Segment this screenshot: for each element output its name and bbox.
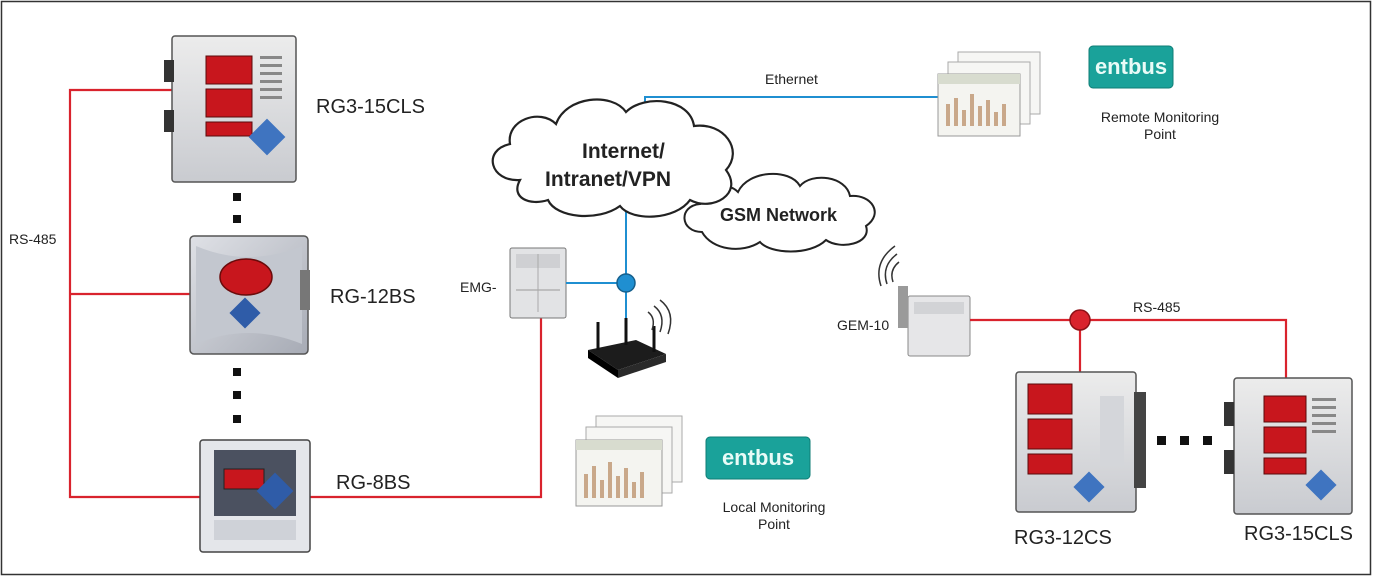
ethernet-label: Ethernet bbox=[765, 71, 818, 87]
rs485-right-bus bbox=[970, 318, 1288, 378]
ethernet-junction-node bbox=[616, 273, 636, 293]
gem-10-label: GEM-10 bbox=[837, 317, 889, 333]
local-entbus-logo: entbus bbox=[705, 436, 811, 480]
rg-12bs-device bbox=[189, 235, 310, 355]
internet-intranet-vpn-cloud bbox=[491, 98, 734, 218]
gsm-network-label: GSM Network bbox=[720, 205, 838, 225]
rg-8bs-device bbox=[199, 439, 311, 553]
rg3-15cls-right-device bbox=[1224, 377, 1353, 515]
remote-monitoring-label-line1: Remote Monitoring bbox=[1101, 109, 1219, 125]
svg-text:entbus: entbus bbox=[1095, 54, 1167, 79]
svg-text:entbus: entbus bbox=[722, 445, 794, 470]
remote-monitoring-label-line2: Point bbox=[1144, 126, 1176, 142]
gem-10-device bbox=[878, 245, 971, 357]
local-monitoring-label-line1: Local Monitoring bbox=[723, 499, 826, 515]
wifi-router-device bbox=[588, 299, 672, 378]
remote-monitoring-screens bbox=[937, 51, 1041, 137]
internet-cloud-line2: Intranet/VPN bbox=[545, 168, 671, 191]
rg-8bs-label: RG-8BS bbox=[336, 472, 410, 494]
rg3-12cs-device bbox=[1015, 371, 1146, 513]
device-separator-dots bbox=[233, 193, 241, 423]
emg-label: EMG- bbox=[460, 279, 497, 295]
rs485-right-label: RS-485 bbox=[1133, 299, 1181, 315]
local-monitoring-screens bbox=[575, 415, 683, 507]
rg3-12cs-label: RG3-12CS bbox=[1014, 527, 1112, 549]
rs485-junction-node bbox=[1069, 309, 1091, 331]
rg3-15cls-right-label: RG3-15CLS bbox=[1244, 523, 1353, 545]
rg-12bs-label: RG-12BS bbox=[330, 286, 416, 308]
rg3-15cls-left-device bbox=[164, 35, 297, 183]
right-device-separator-dots bbox=[1157, 436, 1212, 445]
emg-device bbox=[509, 247, 567, 319]
local-monitoring-label-line2: Point bbox=[758, 516, 790, 532]
internet-cloud-line1: Internet/ bbox=[582, 140, 665, 163]
rg3-15cls-left-label: RG3-15CLS bbox=[316, 96, 425, 118]
rs485-left-label: RS-485 bbox=[9, 231, 57, 247]
remote-entbus-logo: entbus bbox=[1088, 45, 1174, 89]
